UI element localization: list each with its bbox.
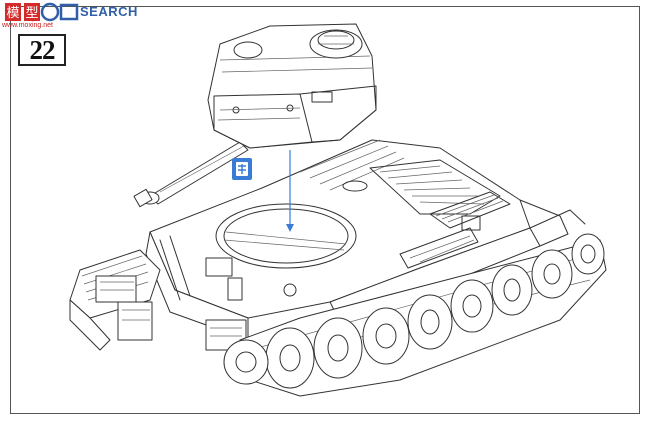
watermark-char-1: 模	[6, 6, 19, 21]
part-attach-icon	[232, 158, 252, 180]
step-number-box: 22	[18, 34, 66, 66]
page-border	[10, 6, 640, 414]
running-gear	[69, 233, 607, 397]
watermark: 模 型 SEARCH www.moxing.net	[0, 0, 190, 30]
guide-arrowhead-icon	[286, 224, 294, 232]
watermark-text: SEARCH	[80, 4, 138, 19]
watermark-char-2: 型	[25, 6, 38, 21]
turret	[207, 23, 377, 149]
assembly-guide	[232, 150, 294, 232]
watermark-logo-icon: 模 型	[5, 2, 79, 22]
watermark-url: www.moxing.net	[2, 22, 53, 29]
step-number: 22	[29, 34, 56, 65]
